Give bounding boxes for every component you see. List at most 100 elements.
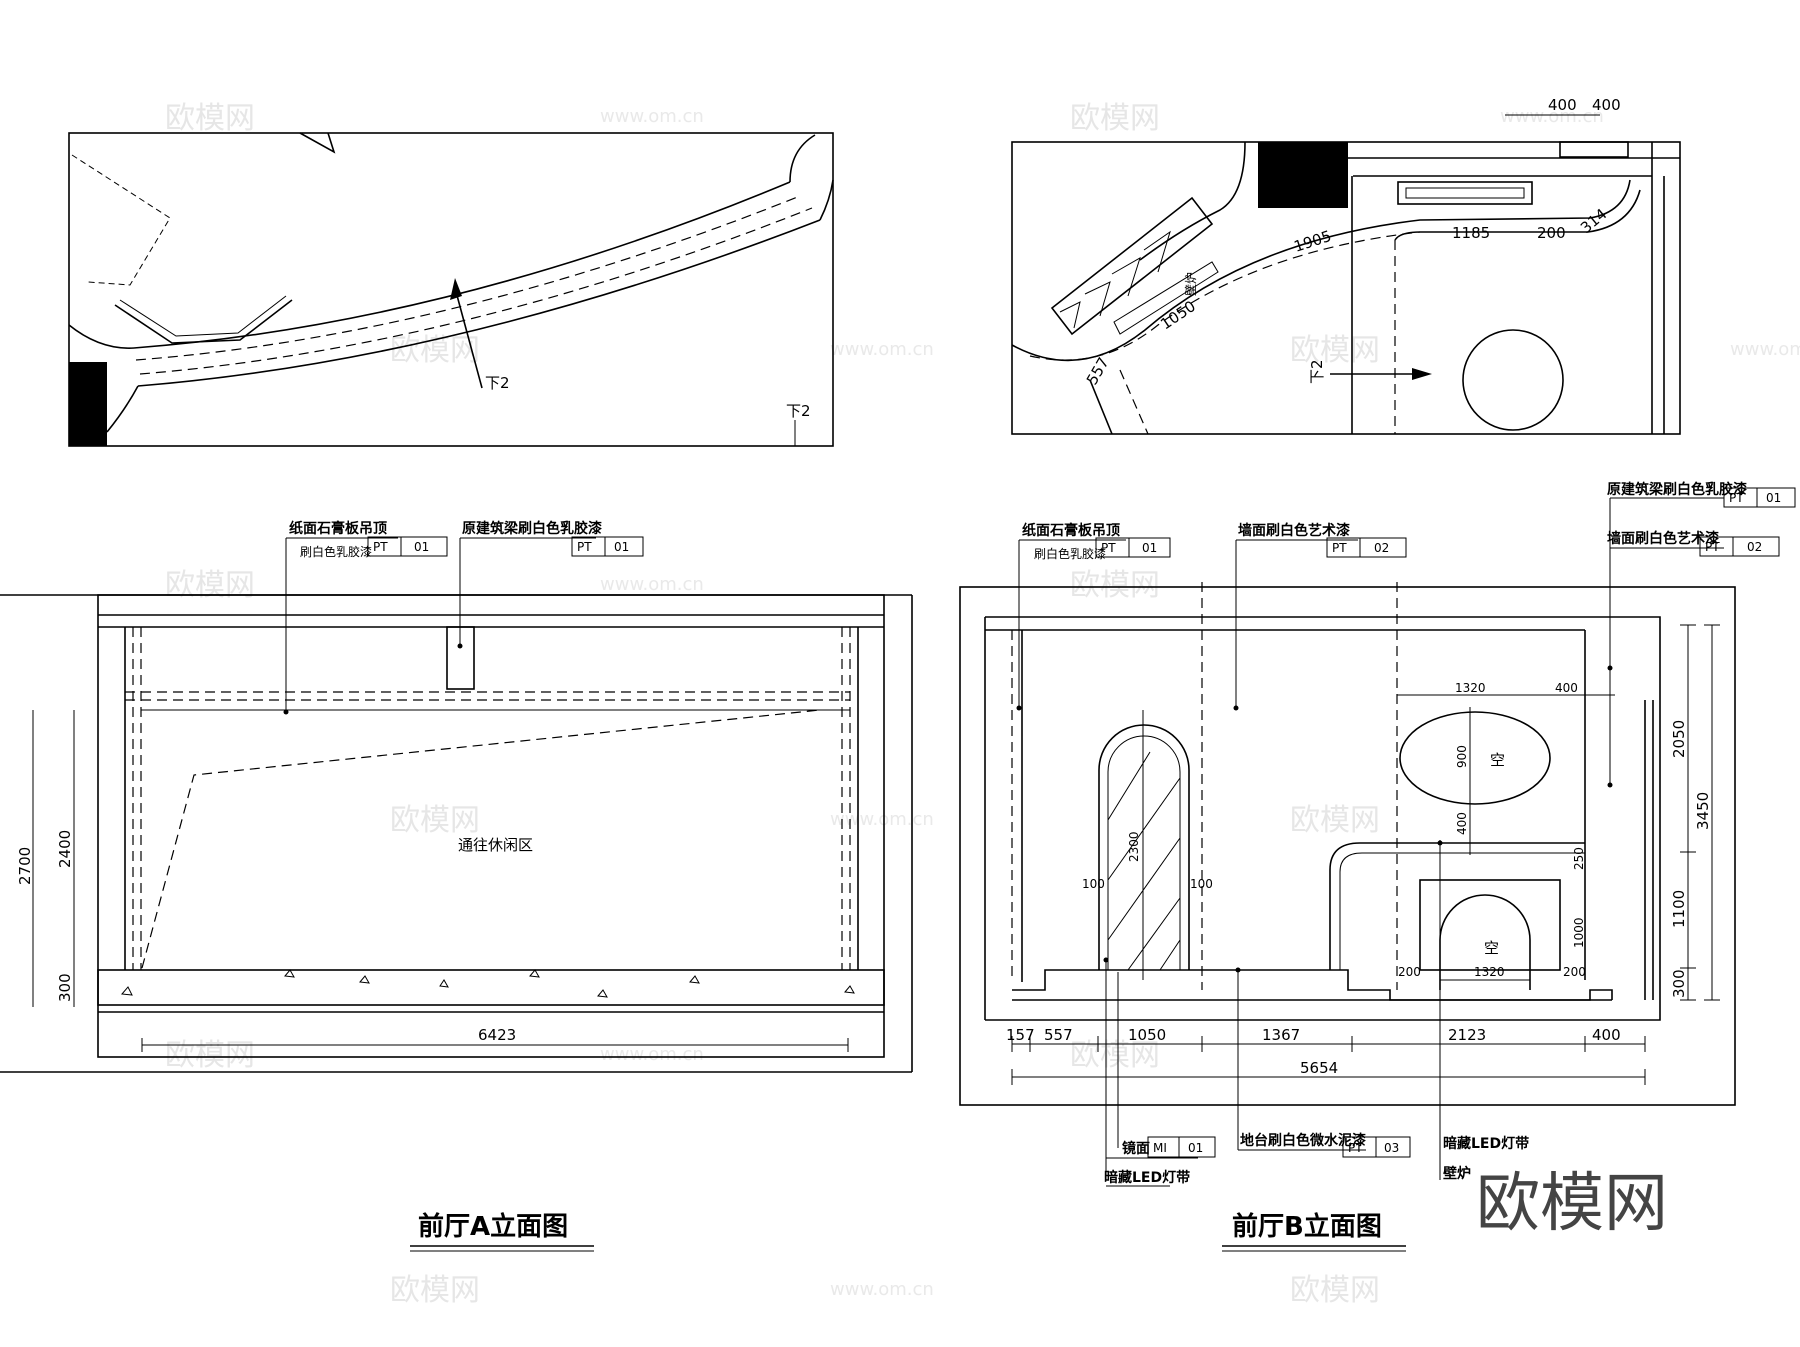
watermark-site: www.om.cn: [1730, 339, 1800, 360]
dim-arc: 1905: [1292, 227, 1334, 256]
elev-b-callout-1-text: 纸面石膏板吊顶: [1022, 522, 1120, 539]
elev-b-callout-platform-text: 地台刷白色微水泥漆: [1240, 1132, 1366, 1149]
elev-b-callout-mirror-code: MI: [1153, 1141, 1167, 1155]
leader-dot: [1607, 665, 1613, 671]
elev-a-title: 前厅A立面图: [418, 1211, 568, 1242]
elev-a-callout-2-num-box: [604, 536, 644, 557]
fp-dim-1000: 1000: [1572, 917, 1586, 948]
leader-dot: [283, 709, 289, 715]
plan-left-seat-inner: [119, 295, 287, 337]
elev-b-dim-400: 400: [1592, 1026, 1621, 1044]
plan-right-top-item: [1559, 141, 1629, 158]
watermark-layer: 欧模网 www.om.cn 欧模网 www.om.cn 欧模网 www.om.c…: [165, 101, 1800, 1308]
watermark-brand: 欧模网: [165, 1038, 255, 1073]
elev-a-callout-2-num: 01: [614, 540, 629, 554]
fireplace-arch: [1439, 894, 1531, 990]
elev-b-dim-300: 300: [1670, 969, 1688, 998]
mirror-arch-inner: [1107, 735, 1181, 970]
elev-b-frame: [959, 586, 1736, 1106]
ramp-edge-outer: [137, 219, 821, 387]
elev-a-callout-1-sub: 刷白色乳胶漆: [300, 544, 372, 559]
fp-dim-200b: 200: [1563, 965, 1586, 979]
plan-right-ramp-end: [1089, 379, 1113, 435]
watermark-brand: 欧模网: [1070, 101, 1160, 136]
elev-b-callout-2-num: 02: [1374, 541, 1389, 555]
elev-b-callout-1-code: PT: [1101, 541, 1116, 555]
leader-dot: [1016, 705, 1022, 711]
leader-dot: [457, 643, 463, 649]
watermark-brand: 欧模网: [165, 568, 255, 603]
plan-left-top-item: [299, 132, 336, 154]
elev-b-callout-platform-code: PT: [1348, 1141, 1363, 1155]
elev-b-dim-1100: 1100: [1670, 890, 1688, 928]
plan-left-seat-outline: [114, 299, 293, 344]
mirror-arch-outer: [1098, 724, 1190, 970]
elev-a-dim-width: 6423: [478, 1026, 516, 1044]
elev-a-floor-hatch: [120, 969, 855, 998]
plan-left-dashed-area: [71, 154, 171, 286]
fireplace-box: [1419, 879, 1561, 971]
mirror-dim-h: 2300: [1127, 831, 1141, 862]
plan-right: 壁炉 下2 400 400 1905 1185 200 314 1050 557: [1011, 96, 1681, 435]
leader-dot: [1235, 967, 1241, 973]
elevation-b: 2300 100 100 1320 400 900 400 空 空 1320 2…: [959, 481, 1796, 1252]
leader-dot: [1607, 782, 1613, 788]
elev-b-callout-platform-num: 03: [1384, 1141, 1399, 1155]
elev-b-callout-mirror-text: 镜面: [1122, 1140, 1150, 1157]
fireplace-surround-inner: [1339, 852, 1585, 970]
watermark-brand: 欧模网: [390, 333, 480, 368]
elev-b-dim-ticks: [1011, 1036, 1646, 1085]
corner-logo: 欧模网: [1476, 1167, 1668, 1241]
watermark-brand: 欧模网: [165, 101, 255, 136]
elev-b-callout-platform-num-box: [1375, 1136, 1411, 1158]
elev-b-callout-3-num-box: [1756, 487, 1796, 508]
elev-b-callout-4-num: 02: [1747, 540, 1762, 554]
elev-b-callout-2-text: 墙面刷白色艺术漆: [1238, 522, 1350, 539]
stair-label-2: 下2: [786, 402, 811, 420]
oval-void: [1399, 711, 1551, 805]
elev-a-callout-1-code: PT: [373, 540, 388, 554]
leader-dot: [1233, 705, 1239, 711]
fp-dim-200a: 200: [1398, 965, 1421, 979]
watermark-brand: 欧模网: [1290, 803, 1380, 838]
watermark-site: www.om.cn: [830, 809, 934, 830]
elev-b-callout-3-text: 原建筑梁刷白色乳胶漆: [1607, 481, 1747, 498]
elev-b-callout-4-text: 墙面刷白色艺术漆: [1607, 530, 1719, 547]
elev-b-callout-1-num: 01: [1142, 541, 1157, 555]
elev-b-dim-157: 157: [1006, 1026, 1035, 1044]
mirror-hatch: [1107, 751, 1181, 971]
fireplace-plan-inner: [1405, 187, 1525, 199]
plan-left-frame: [68, 132, 834, 447]
plan-right-ramp-top: [1139, 141, 1246, 261]
elev-a-dim-2400: 2400: [56, 830, 74, 868]
elev-b-dim-2123: 2123: [1448, 1026, 1486, 1044]
plan-right-ramp-inner: [1394, 189, 1641, 241]
ramp-end-curve: [789, 134, 816, 183]
plan-right-stair-label: 下2: [1308, 359, 1326, 384]
elev-b-dim-1050: 1050: [1128, 1026, 1166, 1044]
elev-b-dim-557: 557: [1044, 1026, 1073, 1044]
fireplace-surround: [1329, 842, 1585, 970]
elev-b-dim-3450: 3450: [1694, 792, 1712, 830]
elev-b-dim-1367: 1367: [1262, 1026, 1300, 1044]
mirror-dim-s1: 100: [1082, 877, 1105, 891]
plan-right-ramp-dash: [1029, 231, 1421, 361]
storage-block: [1050, 196, 1214, 336]
watermark-site: www.om.cn: [830, 339, 934, 360]
void-label-2: 空: [1484, 939, 1499, 957]
elev-a-center-label: 通往休闲区: [458, 836, 533, 854]
dim-top-a: 400: [1548, 96, 1577, 114]
dim-1185: 1185: [1452, 224, 1490, 242]
elev-b-platform: [1012, 969, 1613, 1001]
leader-dot: [1437, 840, 1443, 846]
stair-label: 下2: [485, 374, 510, 392]
elev-b-callout-2-num-box: [1359, 537, 1407, 558]
dim-top-b: 400: [1592, 96, 1621, 114]
elev-b-callout-1-sub: 刷白色乳胶漆: [1034, 546, 1106, 561]
leader-dot: [1103, 957, 1109, 963]
stair-arrow-head: [450, 278, 462, 300]
dim-200: 200: [1537, 224, 1566, 242]
fp-dim-1320: 1320: [1474, 965, 1505, 979]
wall-niche: [1113, 261, 1219, 335]
elev-b-callout-led1-text: 暗藏LED灯带: [1104, 1169, 1190, 1186]
